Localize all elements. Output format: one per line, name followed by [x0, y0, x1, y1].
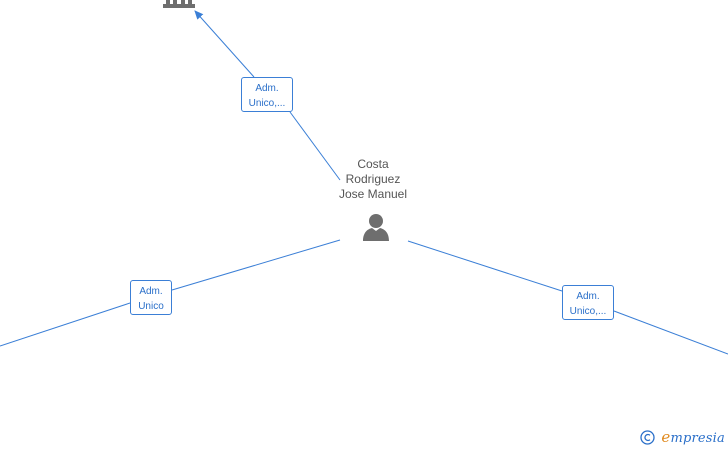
relation-label-top[interactable]: Adm. Unico,...: [241, 77, 293, 112]
brand-logo-initial: e: [661, 428, 671, 446]
person-name[interactable]: Costa Rodriguez Jose Manuel: [323, 157, 423, 202]
brand-logo: empresia: [661, 428, 725, 446]
edge-left-inner: [171, 239, 341, 291]
relation-label-right-line2: Unico,...: [569, 306, 607, 317]
relation-label-left-line2: Unico: [138, 301, 164, 312]
copyright-icon: [640, 429, 656, 445]
relation-label-left[interactable]: Adm. Unico: [130, 280, 172, 315]
person-icon[interactable]: [361, 212, 391, 242]
building-icon[interactable]: [162, 0, 196, 8]
edge-right-outer: [613, 310, 728, 355]
edge-right-inner: [407, 240, 563, 292]
edge-top-lower: [289, 111, 341, 181]
edge-left-outer: [0, 302, 131, 347]
person-name-line2: Rodriguez: [345, 172, 401, 186]
relation-label-right[interactable]: Adm. Unico,...: [562, 285, 614, 320]
relation-label-top-line1: Adm.: [255, 83, 279, 94]
relation-label-right-line1: Adm.: [576, 291, 600, 302]
brand-watermark[interactable]: empresia: [640, 427, 725, 447]
edge-top-upper: [194, 10, 255, 78]
person-name-line3: Jose Manuel: [338, 187, 408, 201]
brand-logo-rest: mpresia: [670, 431, 725, 446]
relation-label-left-line1: Adm.: [139, 286, 163, 297]
relation-label-top-line2: Unico,...: [248, 98, 286, 109]
person-name-line1: Costa: [357, 157, 389, 171]
